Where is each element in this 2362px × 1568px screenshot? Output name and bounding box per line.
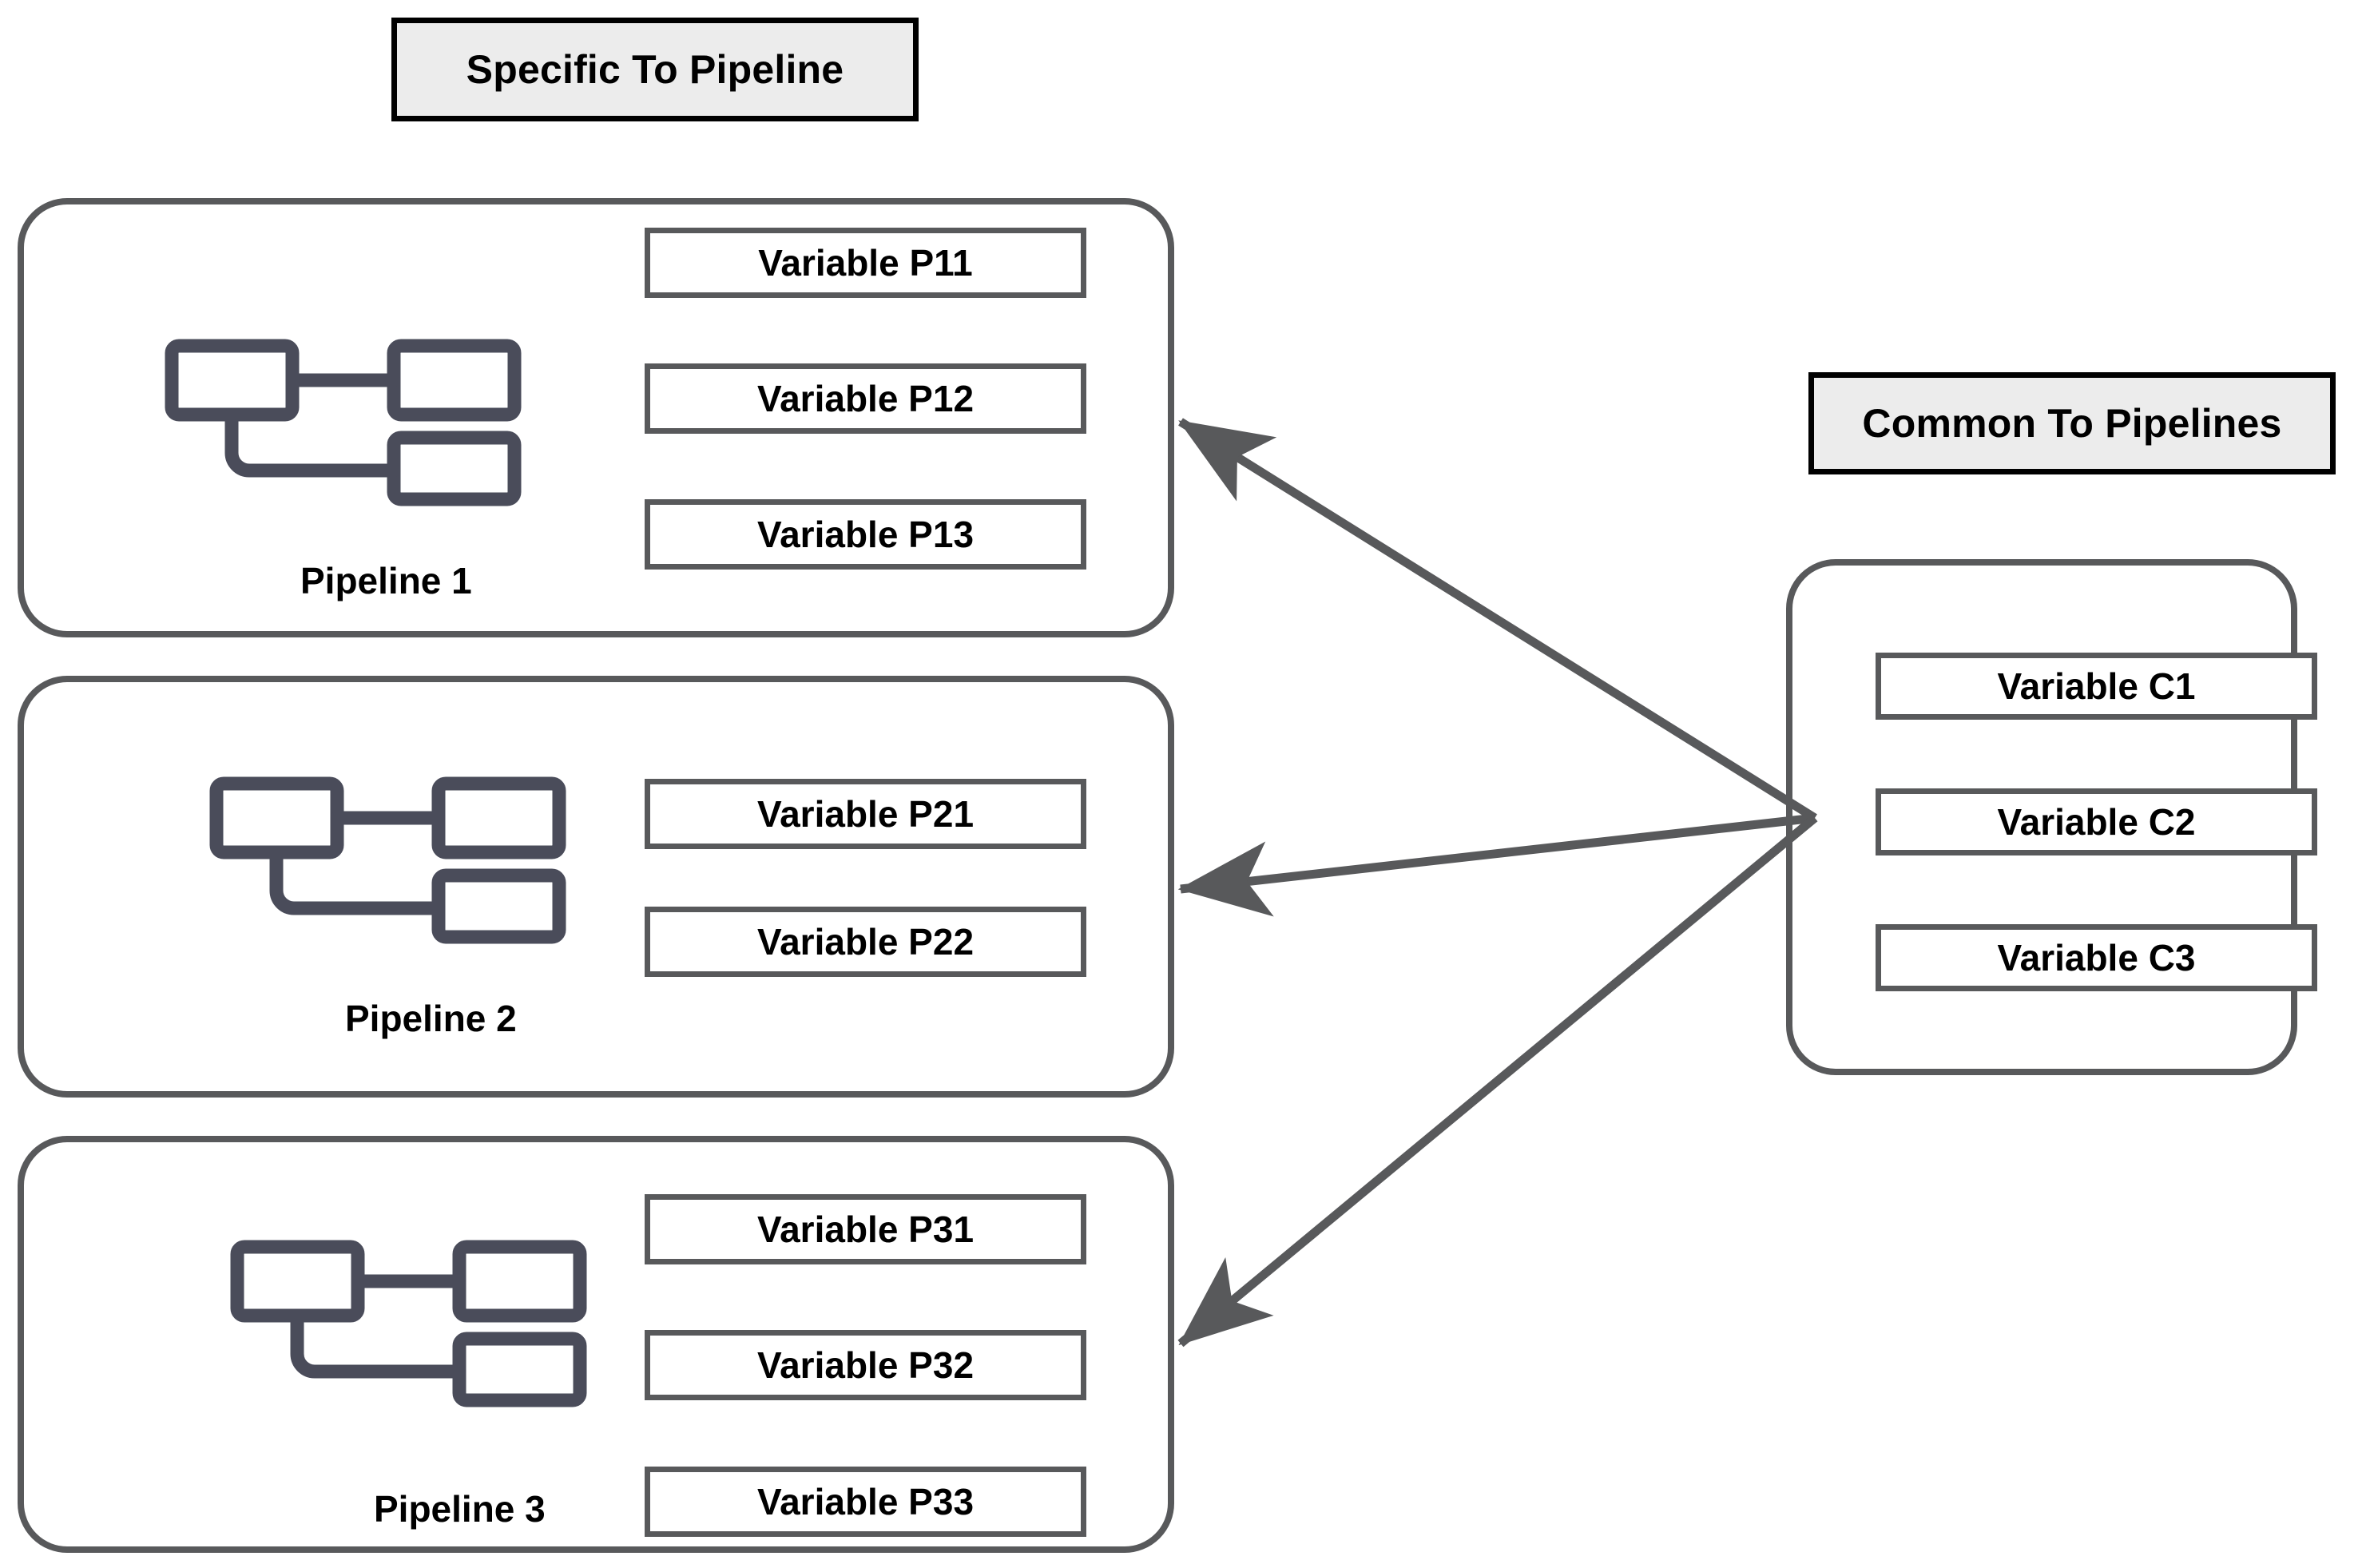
variable-label: Variable P22 <box>756 921 975 963</box>
variable-label: Variable P12 <box>756 378 975 419</box>
pipeline-group-3 <box>18 1136 1174 1553</box>
variable-label: Variable C3 <box>1997 937 2196 979</box>
variable-box-p31[interactable]: Variable P31 <box>645 1194 1086 1264</box>
variable-label: Variable C2 <box>1997 801 2196 843</box>
variable-box-p12[interactable]: Variable P12 <box>645 363 1086 434</box>
pipeline-flow-icon <box>209 776 569 944</box>
variable-box-c2[interactable]: Variable C2 <box>1876 788 2317 855</box>
variable-box-c3[interactable]: Variable C3 <box>1876 924 2317 991</box>
variable-box-p21[interactable]: Variable P21 <box>645 779 1086 849</box>
variable-label: Variable P21 <box>756 793 975 835</box>
variable-label: Variable P13 <box>756 514 975 555</box>
variable-label: Variable P33 <box>756 1481 975 1522</box>
variable-box-c1[interactable]: Variable C1 <box>1876 653 2317 720</box>
pipeline-label-1: Pipeline 1 <box>300 560 472 601</box>
arrow-common-to-pipeline-2 <box>1177 813 1816 917</box>
legend-common-label: Common To Pipelines <box>1862 401 2282 446</box>
variable-box-p22[interactable]: Variable P22 <box>645 907 1086 977</box>
variable-box-p11[interactable]: Variable P11 <box>645 228 1086 298</box>
variable-box-p33[interactable]: Variable P33 <box>645 1467 1086 1537</box>
pipeline-label-3: Pipeline 3 <box>374 1488 546 1530</box>
legend-common-to-pipelines: Common To Pipelines <box>1808 372 2336 474</box>
arrow-common-to-pipeline-1 <box>1178 418 1817 822</box>
pipeline-flow-icon <box>165 339 524 506</box>
legend-specific-label: Specific To Pipeline <box>466 47 844 92</box>
variable-label: Variable P31 <box>756 1209 975 1250</box>
pipeline-label-2: Pipeline 2 <box>345 998 517 1039</box>
pipeline-group-2 <box>18 676 1174 1098</box>
legend-specific-to-pipeline: Specific To Pipeline <box>391 18 919 121</box>
arrow-common-to-pipeline-3 <box>1177 814 1818 1348</box>
pipeline-flow-icon <box>230 1240 590 1407</box>
variable-label: Variable C1 <box>1997 665 2196 707</box>
variable-box-p32[interactable]: Variable P32 <box>645 1330 1086 1400</box>
variable-box-p13[interactable]: Variable P13 <box>645 499 1086 570</box>
pipeline-group-1 <box>18 198 1174 637</box>
variable-label: Variable P32 <box>756 1344 975 1386</box>
variable-label: Variable P11 <box>758 242 973 284</box>
